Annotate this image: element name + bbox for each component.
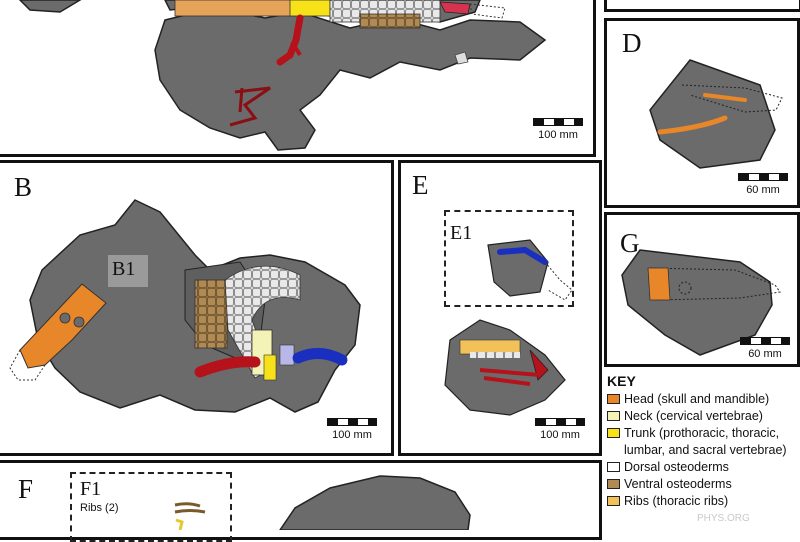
scale-bar-a: 100 mm (533, 118, 588, 141)
legend-item-ribs: Ribs (thoracic ribs) (607, 493, 800, 510)
panel-e-slab (444, 239, 573, 416)
legend-label-dorsal: Dorsal osteoderms (624, 460, 729, 474)
legend-item-head: Head (skull and mandible) (607, 391, 800, 408)
b1-label-bg (108, 255, 148, 287)
legend-label-ribs: Ribs (thoracic ribs) (624, 494, 729, 508)
legend-label-neck: Neck (cervical vertebrae) (624, 409, 763, 423)
legend-label-trunk: Trunk (prothoracic, thoracic, lumbar, an… (624, 426, 787, 457)
legend-item-trunk: Trunk (prothoracic, thoracic, lumbar, an… (607, 425, 800, 459)
panel-label-d: D (622, 28, 642, 58)
scale-bar-b: 100 mm (327, 418, 382, 441)
scale-bar-g: 60 mm (740, 337, 795, 360)
panel-a-slab (18, 0, 547, 151)
panel-f-slab (174, 475, 471, 530)
legend-label-head: Head (skull and mandible) (624, 392, 770, 406)
legend-swatch-ribs (607, 496, 620, 506)
scale-bar-d-label: 60 mm (746, 184, 780, 196)
scale-bar-b-label: 100 mm (332, 429, 372, 441)
scale-bar-g-label: 60 mm (748, 348, 782, 360)
scale-bar-a-label: 100 mm (538, 129, 578, 141)
f1-ribs-label: Ribs (2) (80, 502, 119, 514)
legend-swatch-ventral (607, 479, 620, 489)
panel-label-g: G (620, 228, 640, 258)
legend-item-dorsal: Dorsal osteoderms (607, 459, 800, 476)
panel-label-e1: E1 (450, 222, 473, 244)
legend-label-ventral: Ventral osteoderms (624, 477, 732, 491)
legend-swatch-neck (607, 411, 620, 421)
legend-swatch-dorsal (607, 462, 620, 472)
legend-swatch-trunk (607, 428, 620, 438)
panel-label-b: B (14, 172, 33, 202)
scale-bar-e-label: 100 mm (540, 429, 580, 441)
scale-bar-e: 100 mm (535, 418, 590, 441)
e1-inset-box (444, 210, 574, 307)
specimen-drawings (9, 0, 783, 530)
panel-label-f1: F1 (80, 478, 102, 500)
panel-d-slab (649, 59, 783, 169)
scale-bar-d: 60 mm (738, 173, 793, 196)
watermark: PHYS.ORG (697, 513, 750, 524)
panel-g-slab (621, 249, 781, 356)
panel-label-f: F (18, 474, 34, 504)
legend-key: KEY Head (skull and mandible) Neck (cerv… (607, 373, 800, 510)
legend-item-neck: Neck (cervical vertebrae) (607, 408, 800, 425)
legend-swatch-head (607, 394, 620, 404)
panel-a-spine (174, 0, 506, 127)
legend-title: KEY (607, 373, 636, 389)
panel-b-bones (9, 265, 348, 381)
panel-label-e: E (412, 170, 429, 200)
panel-label-b1: B1 (112, 258, 136, 280)
legend-item-ventral: Ventral osteoderms (607, 476, 800, 493)
